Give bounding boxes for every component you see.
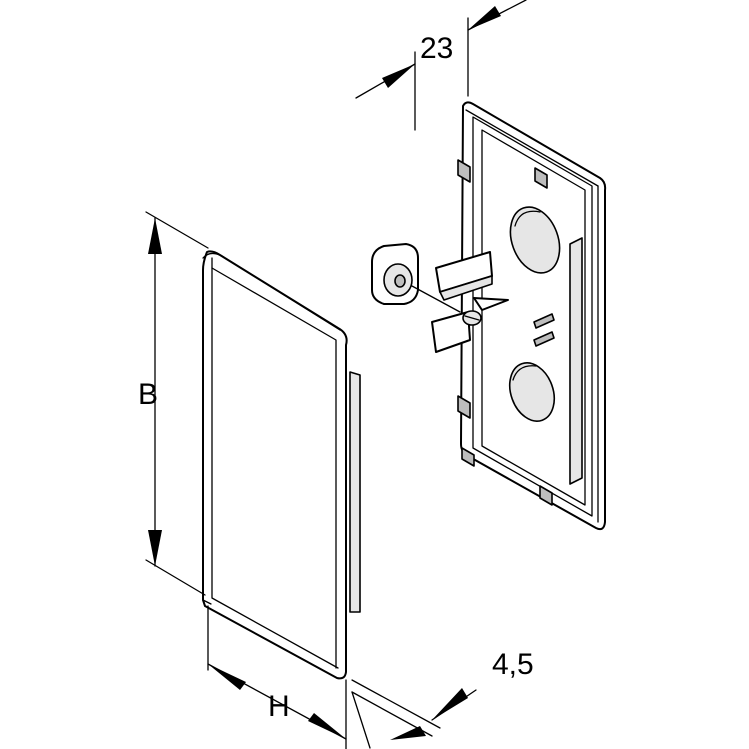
- dimension-height: B: [138, 211, 209, 596]
- dimension-depth-label: 23: [420, 32, 453, 65]
- dimension-thickness-label: 4,5: [492, 648, 534, 681]
- end-cap-back: [371, 101, 607, 531]
- end-cap-front: [202, 250, 361, 680]
- dimension-thickness: 4,5: [351, 648, 534, 749]
- dimension-depth: 23: [355, 0, 527, 131]
- dimension-width: H: [207, 605, 347, 749]
- dimension-height-label: B: [138, 378, 158, 411]
- dimension-width-label: H: [268, 690, 290, 723]
